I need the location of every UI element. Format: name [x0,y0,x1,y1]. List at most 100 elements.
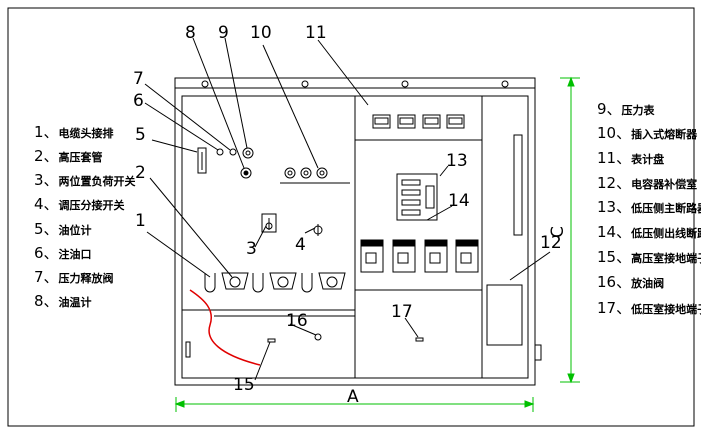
legend-number: 9、 [597,100,622,118]
callout: 9 [218,23,229,43]
legend-text: 调压分接开关 [58,199,125,212]
outgoing-breakers [360,239,479,273]
pressure-relief-valve [229,148,237,156]
legend-item: 2、高压套管 [34,148,103,166]
callout: 12 [540,233,562,253]
legend-number: 7、 [34,268,59,286]
legend-text: 电容器补偿室 [631,178,698,191]
legend-number: 12、 [597,174,632,192]
pressure-gauge [242,147,254,159]
legend-text: 低压侧主断路器 [631,202,701,215]
oil-thermometer [240,167,252,179]
lifting-hole [501,80,509,88]
outer-border [7,7,695,427]
legend-item: 16、放油阀 [597,274,664,292]
dimension-c-label: C [548,226,568,238]
legend-item: 14、低压侧出线断路器 [597,224,701,242]
cabinet-top-strip [174,77,536,89]
legend-text: 放油阀 [631,277,665,290]
side-tab [534,344,542,361]
callout: 8 [185,23,196,43]
callout: 2 [135,163,146,183]
legend-text: 油位计 [58,224,92,237]
dimension-a-label: A [347,387,359,407]
oil-level-gauge [197,147,207,174]
legend-item: 6、注油口 [34,245,92,263]
legend-text: 高压室接地端子 [631,252,701,265]
legend-number: 10、 [597,124,632,142]
capacitor-box [486,284,523,346]
cabinet [174,77,542,386]
legend-text: 压力表 [621,104,655,117]
legend-item: 4、调压分接开关 [34,196,125,214]
legend-text: 高压套管 [58,151,103,164]
legend-item: 12、电容器补偿室 [597,175,697,193]
legend-number: 17、 [597,299,632,317]
legend-item: 11、表计盘 [597,150,664,168]
callout: 6 [133,91,144,111]
callout: 4 [295,235,306,255]
main-breaker [396,173,438,221]
callout: 10 [250,23,272,43]
legend-number: 5、 [34,220,59,238]
cable-line [189,289,261,366]
legend-number: 2、 [34,147,59,165]
legend-text: 插入式熔断器 [631,128,698,141]
legend-item: 3、两位置负荷开关 [34,172,136,190]
legend-number: 11、 [597,149,632,167]
hv-ground-terminal [267,338,276,343]
side-tab-left [185,341,191,358]
cap-handle [513,134,523,236]
dimension-lines [174,76,580,412]
legend-item: 15、高压室接地端子 [597,249,701,267]
legend-item: 10、插入式熔断器 [597,125,697,143]
leader-lines [144,37,551,381]
callout: 17 [391,302,413,322]
legend-item: 5、油位计 [34,221,92,239]
callout: 7 [133,69,144,89]
legend-number: 13、 [597,198,632,216]
callout: 15 [233,375,255,395]
oil-fill-port [216,148,224,156]
legend-text: 注油口 [58,248,92,261]
legend-number: 6、 [34,244,59,262]
legend-item: 13、低压侧主断路器 [597,199,701,217]
callout: 1 [135,211,146,231]
lifting-hole [201,80,209,88]
lv-ground-terminal [415,337,424,342]
callout: 16 [286,311,308,331]
callout: 14 [448,191,470,211]
callout: 13 [446,151,468,171]
legend-item: 7、压力释放阀 [34,269,114,287]
callout: 5 [135,125,146,145]
legend-number: 3、 [34,171,59,189]
callouts: 1 2 3 4 5 6 7 8 9 10 11 12 13 14 15 16 1… [133,23,562,395]
legend-text: 表计盘 [631,153,665,166]
legend-text: 电缆头接排 [58,127,114,140]
load-switch [261,213,277,233]
legend-item: 17、低压室接地端子 [597,300,701,318]
legend-text: 两位置负荷开关 [58,175,136,188]
legend-item: 1、电缆头接排 [34,124,114,142]
legend-text: 油温计 [58,296,92,309]
legend-number: 8、 [34,292,59,310]
legend-number: 16、 [597,273,632,291]
legend-item: 8、油温计 [34,293,92,311]
cable-terminal [204,273,216,293]
legend-text: 低压侧出线断路器 [631,227,701,240]
legend-number: 14、 [597,223,632,241]
meter-panel [372,114,465,129]
lifting-hole [301,80,309,88]
lifting-hole [401,80,409,88]
legend-text: 压力释放阀 [58,272,114,285]
legend-text: 低压室接地端子 [631,303,701,316]
legend-item: 9、压力表 [597,101,655,119]
hv-components [197,147,424,343]
drain-valve [314,333,322,341]
legend-number: 1、 [34,123,59,141]
legend-number: 4、 [34,195,59,213]
hv-bushing [221,272,249,290]
callout: 11 [305,23,327,43]
legend-number: 15、 [597,248,632,266]
